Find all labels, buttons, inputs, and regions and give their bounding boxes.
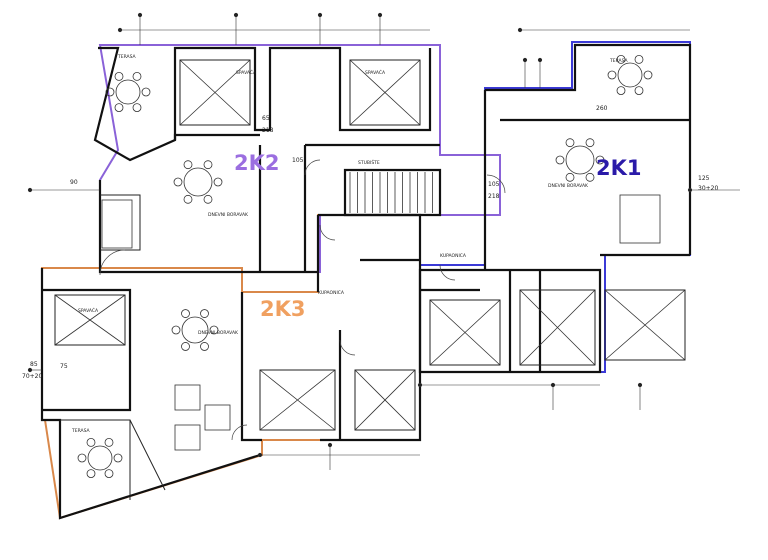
dimension-text: 30+20 — [698, 185, 718, 192]
chair — [585, 138, 595, 148]
room-label: KUPAONICA — [318, 290, 345, 296]
room-label: STUBIŠTE — [358, 159, 380, 166]
dimension-tick — [517, 27, 523, 33]
chair — [77, 453, 87, 463]
room-label: SPAVAĆA — [236, 69, 257, 76]
dimension-tick — [637, 382, 643, 388]
chair — [114, 72, 124, 81]
dimension-tick — [27, 367, 33, 373]
dimension-text: 105 — [292, 157, 304, 164]
chair — [104, 469, 114, 478]
chair — [595, 155, 605, 165]
chair — [616, 55, 626, 64]
chair — [183, 160, 193, 170]
chair — [634, 86, 644, 95]
dimension-text: 218 — [262, 127, 274, 134]
dimension-tick — [550, 382, 556, 388]
chair — [114, 103, 124, 112]
dimension-text: 75 — [60, 363, 68, 370]
chair — [616, 86, 626, 95]
chair — [86, 469, 96, 478]
unit-label-2k2: 2K2 — [234, 151, 280, 175]
room-label: TERASA — [117, 54, 137, 60]
interior-lines — [54, 59, 686, 500]
chair — [203, 194, 213, 204]
dimension-text: 218 — [488, 193, 500, 200]
chair — [585, 172, 595, 182]
chair — [132, 72, 142, 81]
chair — [132, 103, 142, 112]
dining-table — [617, 62, 643, 88]
dimension-text: 85 — [30, 361, 38, 368]
dimension-tick — [522, 57, 528, 63]
room-label: TERASA — [609, 58, 629, 64]
chair — [203, 160, 213, 170]
dimension-tick — [687, 187, 693, 193]
dining-table — [115, 79, 141, 105]
chair — [105, 87, 115, 97]
unit-label-2k1: 2K1 — [596, 156, 642, 180]
chair — [181, 309, 190, 318]
chair — [141, 87, 151, 97]
dimension-text: 125 — [698, 175, 710, 182]
beds — [54, 59, 686, 431]
dining-table — [181, 316, 209, 344]
dimension-tick — [377, 12, 383, 18]
chair — [213, 177, 223, 187]
chair — [643, 70, 653, 80]
chair — [183, 194, 193, 204]
chair — [634, 55, 644, 64]
chair — [173, 177, 183, 187]
chair — [104, 438, 114, 447]
dimension-tick — [537, 57, 543, 63]
dimension-tick — [257, 452, 263, 458]
chair — [565, 172, 575, 182]
chair — [86, 438, 96, 447]
outline-2k1 — [419, 41, 691, 373]
dimension-text: 70+20 — [22, 373, 42, 380]
dimension-tick — [27, 187, 33, 193]
dimension-tick — [327, 442, 333, 448]
dimension-text: 65 — [262, 115, 270, 122]
room-label: TERASA — [71, 428, 91, 434]
room-label: SPAVAĆA — [365, 69, 386, 76]
chair — [200, 342, 209, 351]
chair — [555, 155, 565, 165]
room-label: SPAVAĆA — [78, 307, 99, 314]
dimension-tick — [417, 382, 423, 388]
dimension-tick — [233, 12, 239, 18]
room-label: KUPAONICA — [440, 253, 467, 259]
chair — [565, 138, 575, 148]
chair — [209, 325, 219, 335]
dimension-tick — [137, 12, 143, 18]
dining-table — [183, 167, 213, 197]
room-label: DNEVNI BORAVAK — [198, 330, 239, 336]
sofas — [101, 194, 661, 451]
dining-tables — [77, 55, 653, 478]
dimension-lines — [27, 12, 740, 470]
dimension-tick — [117, 27, 123, 33]
chair — [607, 70, 617, 80]
dining-table — [565, 145, 595, 175]
dimension-text: 260 — [596, 105, 608, 112]
dining-table — [87, 445, 113, 471]
room-label: DNEVNI BORAVAK — [208, 212, 249, 218]
dimension-text: 105 — [488, 181, 500, 188]
chair — [113, 453, 123, 463]
chair — [181, 342, 190, 351]
stairs — [349, 172, 433, 213]
dimension-text: 90 — [70, 179, 78, 186]
room-label: DNEVNI BORAVAK — [548, 183, 589, 189]
doors — [99, 159, 506, 441]
chair — [200, 309, 209, 318]
walls — [40, 43, 692, 520]
chair — [171, 325, 181, 335]
dimension-tick — [317, 12, 323, 18]
unit-label-2k3: 2K3 — [260, 297, 306, 321]
